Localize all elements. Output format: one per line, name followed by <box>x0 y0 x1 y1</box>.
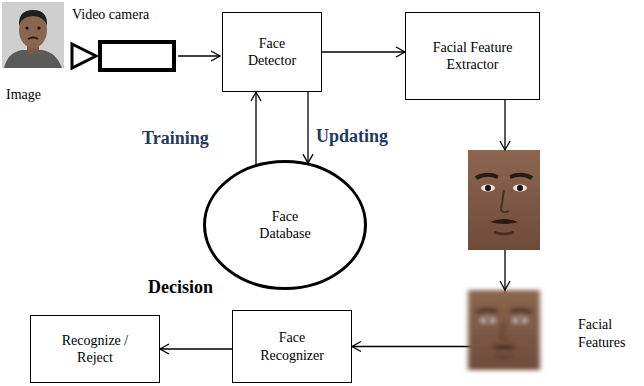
photo-eye <box>25 26 28 29</box>
node-label: Recognize / Reject <box>54 332 136 367</box>
text-label: Image <box>6 86 41 104</box>
person-photo <box>2 2 64 68</box>
database-ellipse: Face Database <box>203 160 367 290</box>
flow-arrow <box>251 92 261 165</box>
arrow-head <box>352 342 361 352</box>
arrow-head <box>251 92 261 101</box>
ellipse-shape <box>205 162 366 289</box>
camera-arrow <box>178 55 220 56</box>
process-box: Face Detector <box>222 12 322 92</box>
flow-arrow <box>303 92 313 163</box>
node-text-group: Facial Feature Extractor <box>431 39 514 74</box>
photo-hair <box>19 10 47 26</box>
edge-label: Updating <box>314 126 390 147</box>
camera-lens <box>72 44 96 68</box>
node-text-group: Face Database <box>251 208 319 243</box>
arrow-head <box>211 51 220 61</box>
arrow-head <box>500 141 510 150</box>
node-text-group: Face Detector <box>237 35 307 70</box>
edge-label: Training <box>140 128 211 149</box>
arrow-line <box>255 92 256 165</box>
camera-body <box>100 42 174 70</box>
arrow-head <box>160 344 169 354</box>
photo-eye <box>37 26 40 29</box>
node-label: Face Detector <box>237 35 307 70</box>
text-label: Decision <box>148 276 213 299</box>
process-box: Facial Feature Extractor <box>405 12 540 100</box>
node-label: Facial Feature Extractor <box>431 39 514 74</box>
arrow-line <box>307 92 308 163</box>
arrow-line <box>322 51 405 52</box>
node-text-group: Face Recognizer <box>256 329 328 364</box>
arrow-line <box>160 348 232 349</box>
arrow-head <box>396 47 405 57</box>
camera-symbol <box>72 42 220 70</box>
flow-arrow <box>322 47 405 57</box>
photo-mustache <box>28 38 38 40</box>
photo-background <box>2 2 64 68</box>
process-box: Recognize / Reject <box>30 315 160 383</box>
facial-features-image <box>468 290 540 370</box>
process-box: Face Recognizer <box>232 310 352 383</box>
node-text-group: Recognize / Reject <box>54 332 136 367</box>
node-label: Face Database <box>251 208 319 243</box>
text-label: Video camera <box>72 6 149 24</box>
node-label: Face Recognizer <box>256 329 328 364</box>
text-label: Facial Features <box>578 316 640 351</box>
flow-arrow <box>160 344 232 354</box>
arrow-head <box>500 281 510 290</box>
ellipse-outline <box>203 160 367 290</box>
face-crop-image <box>468 150 540 250</box>
